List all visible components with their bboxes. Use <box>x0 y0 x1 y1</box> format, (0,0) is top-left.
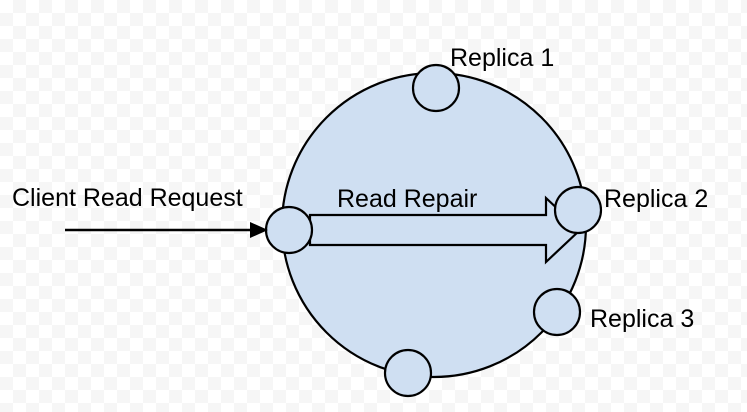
client-request-arrowhead-icon <box>250 222 268 238</box>
node-replica-2[interactable] <box>553 185 603 235</box>
replica-3-label: Replica 3 <box>590 305 694 333</box>
read-repair-label: Read Repair <box>337 185 477 213</box>
node-bottom[interactable] <box>383 348 433 398</box>
replica-2-label: Replica 2 <box>604 185 708 213</box>
read-repair-block-arrow <box>308 195 582 265</box>
node-replica-1[interactable] <box>411 63 461 113</box>
client-request-label: Client Read Request <box>12 184 243 212</box>
replica-1-label: Replica 1 <box>450 44 554 72</box>
node-replica-3[interactable] <box>532 287 582 337</box>
node-coordinator[interactable] <box>264 205 314 255</box>
